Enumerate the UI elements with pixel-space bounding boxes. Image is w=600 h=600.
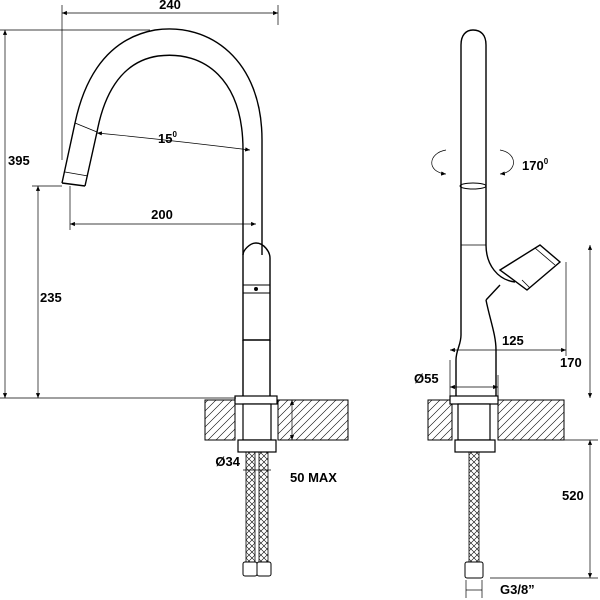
- dim-angle-label: 150: [158, 130, 177, 146]
- handle-right-cap: [521, 279, 531, 289]
- hose-fitting-right: [464, 561, 484, 579]
- dim-240-label: 240: [159, 0, 181, 12]
- dim-520-label: 520: [562, 488, 584, 503]
- base-shank-right: [457, 403, 491, 441]
- body-right: [455, 244, 516, 398]
- front-view: 240 395 235 150 200 Ø34 50 MAX: [0, 0, 349, 577]
- dim-thread-label: G3/8”: [500, 582, 535, 597]
- dim-235-label: 235: [40, 290, 62, 305]
- swivel-value: 170: [522, 158, 544, 173]
- handle-body: [242, 242, 271, 341]
- swivel-degree-mark: 0: [544, 157, 549, 166]
- hose-left-a: [245, 451, 256, 563]
- dim-200-label: 200: [151, 207, 173, 222]
- handle-right-ring: [534, 247, 556, 266]
- countertop-right-a: [427, 399, 453, 441]
- countertop-left-a: [204, 399, 236, 441]
- dim-170-label: 170: [560, 355, 582, 370]
- handle-band: [242, 284, 271, 294]
- rotate-right-icon: [499, 149, 514, 176]
- dim-50max-label: 50 MAX: [290, 470, 337, 485]
- body-column: [242, 340, 271, 398]
- spout-left-inner: [84, 54, 244, 255]
- dim-diameter34-label: Ø34: [215, 454, 240, 469]
- swivel-ring: [459, 182, 487, 190]
- spout-joint: [74, 122, 98, 133]
- body-right-connector: [485, 284, 501, 301]
- rotate-left-icon: [431, 149, 447, 176]
- base-nut: [237, 439, 277, 453]
- handle-right: [498, 244, 562, 291]
- angle-value: 15: [158, 131, 172, 146]
- hose-left-b: [258, 451, 269, 563]
- spout-nozzle: [61, 182, 86, 187]
- base-shank: [242, 403, 272, 441]
- hose-fitting-b: [256, 561, 272, 577]
- countertop-left-b: [277, 399, 349, 441]
- hose-right: [468, 451, 480, 563]
- handle-dot: [254, 287, 258, 291]
- side-view: 1700 125 170 Ø55 520 G3/8”: [414, 29, 598, 598]
- base-flange-right: [449, 395, 499, 405]
- spout-right: [460, 29, 487, 245]
- hose-fitting-a: [242, 561, 258, 577]
- spout-left: [61, 28, 263, 255]
- base-flange: [234, 395, 278, 405]
- dim-swivel-label: 1700: [522, 157, 549, 173]
- spout-nozzle-tip: [64, 171, 89, 177]
- dim-395-label: 395: [8, 153, 30, 168]
- degree-mark: 0: [172, 130, 177, 139]
- base-nut-right: [454, 439, 496, 453]
- countertop-right-b: [497, 399, 565, 441]
- dim-diameter55-label: Ø55: [414, 371, 439, 386]
- dim-125-label: 125: [502, 333, 524, 348]
